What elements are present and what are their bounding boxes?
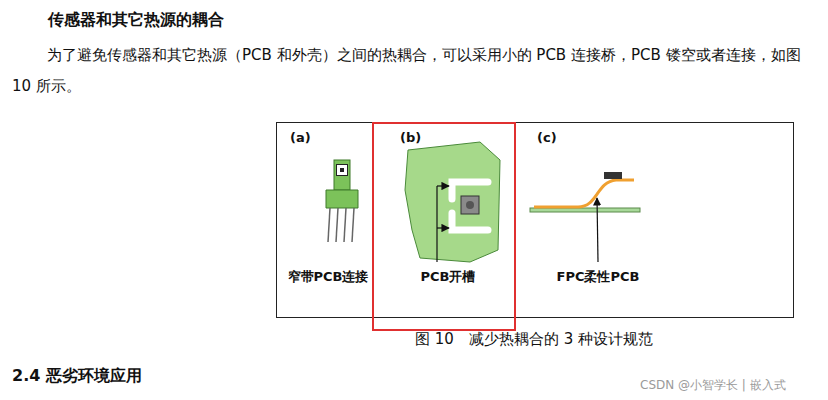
subfigure-tag: (b): [400, 130, 421, 145]
figure-label: FPC柔性PCB: [557, 268, 640, 286]
narrow-pcb-illustration: [326, 160, 358, 242]
slotted-pcb-illustration: [405, 142, 500, 262]
body-paragraph: 为了避免传感器和其它热源（PCB 和外壳）之间的热耦合，可以采用小的 PCB 连…: [12, 40, 812, 102]
figure-caption: 图 10 减少热耦合的 3 种设计规范: [415, 330, 653, 349]
subfigure-tag: (c): [537, 130, 557, 145]
subfigure-tag: (a): [290, 130, 311, 145]
figure-frame: [277, 123, 794, 318]
fpc-illustration: [530, 172, 640, 262]
watermark: CSDN @小智学长 | 嵌入式: [640, 377, 786, 394]
highlight-frame: [373, 123, 515, 330]
figure-label: 窄带PCB连接: [288, 268, 369, 286]
figure-label: PCB开槽: [421, 268, 476, 286]
section-heading: 传感器和其它热源的耦合: [48, 10, 224, 31]
section-heading: 2.4 恶劣环境应用: [12, 366, 142, 387]
